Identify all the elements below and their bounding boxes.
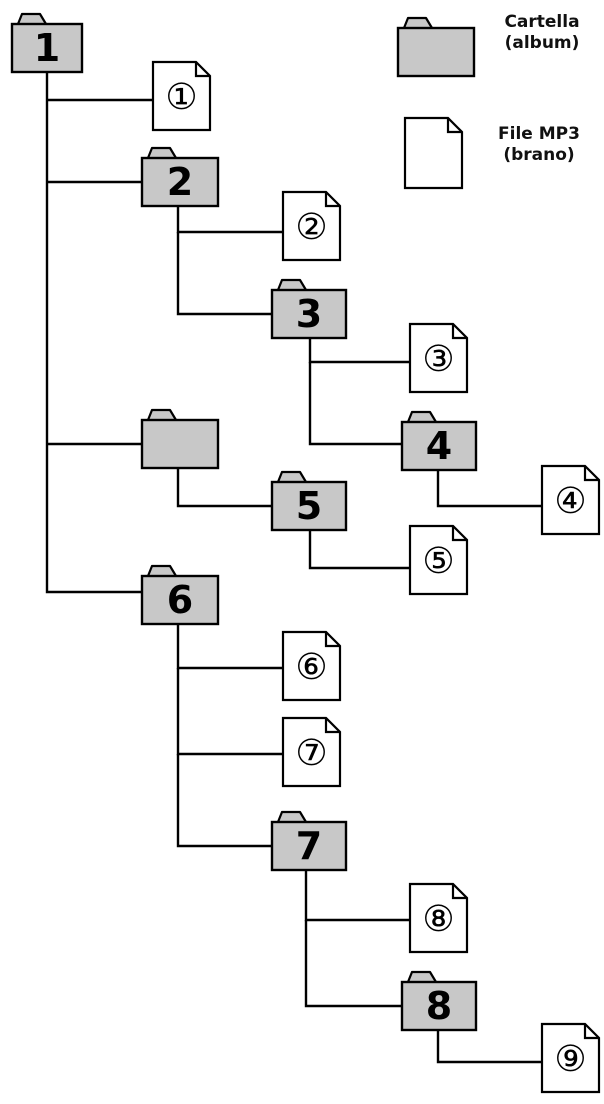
file-corner-fold xyxy=(451,526,467,542)
folder-body xyxy=(140,418,220,470)
track-number: ⑨ xyxy=(554,1039,586,1080)
connector-line xyxy=(304,870,410,922)
mp3-file-9-icon: ⑨ xyxy=(540,1022,601,1094)
folder-body xyxy=(270,288,348,340)
folder-tab xyxy=(276,278,307,291)
folder-tab xyxy=(402,16,433,29)
track-number: ⑤ xyxy=(422,541,454,582)
folder-body xyxy=(400,420,478,472)
track-number: ④ xyxy=(554,481,586,522)
folder-unnamed-icon xyxy=(140,408,220,470)
legend-folder-icon xyxy=(396,16,476,78)
connector-line xyxy=(176,468,272,508)
track-number: ② xyxy=(295,207,327,248)
file-sheet xyxy=(408,524,469,596)
folder-number: 4 xyxy=(426,424,452,468)
folder-4-icon: 4 xyxy=(400,410,478,472)
folder-number: 6 xyxy=(167,578,193,622)
connector-line xyxy=(308,338,410,364)
legend-file-label: File MP3 (brano) xyxy=(480,124,598,166)
folder-3-icon: 3 xyxy=(270,278,348,340)
folder-5-icon: 5 xyxy=(270,470,348,532)
connector-line xyxy=(176,206,283,234)
folder-6-icon: 6 xyxy=(140,564,220,626)
mp3-file-6-icon: ⑥ xyxy=(281,630,342,702)
folder-body xyxy=(396,26,476,78)
connector-line xyxy=(436,470,542,508)
file-sheet xyxy=(540,1022,601,1094)
folder-tab xyxy=(16,12,47,25)
legend-file-line2: (brano) xyxy=(503,145,575,165)
folder-number: 2 xyxy=(167,160,193,204)
folder-body xyxy=(400,980,478,1032)
folder-number: 7 xyxy=(296,824,322,868)
folder-number: 8 xyxy=(426,984,452,1028)
track-number: ⑦ xyxy=(295,733,327,774)
file-corner-fold xyxy=(583,1024,599,1040)
legend-folder-label: Cartella (album) xyxy=(486,12,598,54)
folder-tab xyxy=(146,146,177,159)
folder-tab xyxy=(146,564,177,577)
file-corner-fold xyxy=(451,324,467,340)
folder-2-icon: 2 xyxy=(140,146,220,208)
mp3-file-5-icon: ⑤ xyxy=(408,524,469,596)
file-corner-fold xyxy=(324,718,340,734)
folder-tab xyxy=(276,470,307,483)
file-corner-fold xyxy=(446,118,462,134)
track-number: ⑥ xyxy=(295,647,327,688)
mp3-file-8-icon: ⑧ xyxy=(408,882,469,954)
track-number: ⑧ xyxy=(422,899,454,940)
mp3-file-3-icon: ③ xyxy=(408,322,469,394)
mp3-file-4-icon: ④ xyxy=(540,464,601,536)
file-corner-fold xyxy=(324,192,340,208)
folder-number: 1 xyxy=(34,26,60,70)
connector-line xyxy=(176,232,272,316)
file-sheet xyxy=(403,116,464,190)
legend-folder-line2: (album) xyxy=(504,33,580,53)
connector-line xyxy=(176,624,283,670)
file-sheet xyxy=(281,630,342,702)
file-sheet xyxy=(540,464,601,536)
folder-tab xyxy=(406,970,437,983)
mp3-file-1-icon: ① xyxy=(151,60,212,132)
file-sheet xyxy=(408,322,469,394)
folder-body xyxy=(270,480,348,532)
folder-body xyxy=(10,22,84,74)
legend-file-icon xyxy=(403,116,464,190)
legend-folder-line1: Cartella xyxy=(504,12,580,32)
connector-line xyxy=(176,754,272,848)
folder-7-icon: 7 xyxy=(270,810,348,872)
mp3-file-7-icon: ⑦ xyxy=(281,716,342,788)
folder-body xyxy=(140,574,220,626)
file-sheet xyxy=(281,190,342,262)
tree-connectors xyxy=(45,72,542,1064)
mp3-file-2-icon: ② xyxy=(281,190,342,262)
folder-tab xyxy=(276,810,307,823)
connector-line xyxy=(308,362,402,446)
connector-line xyxy=(308,530,410,570)
folder-tab xyxy=(146,408,177,421)
legend-file-line1: File MP3 xyxy=(498,124,580,144)
connector-line xyxy=(436,1030,542,1064)
connector-line xyxy=(45,72,142,594)
folder-1-icon: 1 xyxy=(10,12,84,74)
folder-body xyxy=(140,156,220,208)
connector-line xyxy=(176,668,283,756)
folder-body xyxy=(270,820,348,872)
file-corner-fold xyxy=(194,62,210,78)
file-sheet xyxy=(281,716,342,788)
folder-8-icon: 8 xyxy=(400,970,478,1032)
folder-number: 3 xyxy=(296,292,322,336)
folder-tab xyxy=(406,410,437,423)
folder-number: 5 xyxy=(296,484,322,528)
connector-line xyxy=(304,920,402,1008)
file-corner-fold xyxy=(583,466,599,482)
file-corner-fold xyxy=(451,884,467,900)
file-sheet xyxy=(408,882,469,954)
file-corner-fold xyxy=(324,632,340,648)
track-number: ③ xyxy=(422,339,454,380)
track-number: ① xyxy=(165,77,197,118)
file-sheet xyxy=(151,60,212,132)
